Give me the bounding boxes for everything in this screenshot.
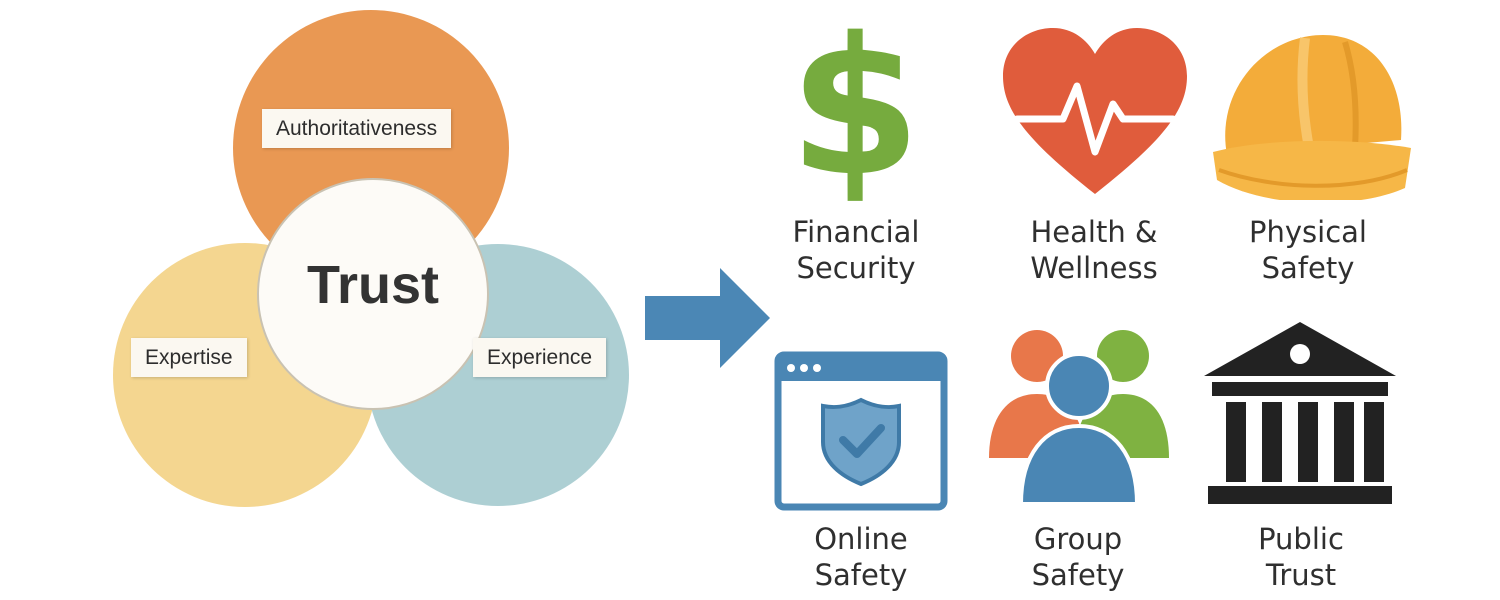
heart-pulse-icon	[1003, 28, 1187, 194]
health-wellness-line1: Health &	[1030, 215, 1158, 249]
financial-security-label: Financial Security	[736, 214, 976, 286]
physical-safety-line1: Physical	[1249, 215, 1367, 249]
health-wellness-label: Health & Wellness	[974, 214, 1214, 286]
online-safety-line2: Safety	[814, 558, 908, 592]
authoritativeness-label: Authoritativeness	[262, 109, 452, 149]
online-safety-label: Online Safety	[741, 521, 981, 593]
public-trust-label: Public Trust	[1181, 521, 1421, 593]
health-wellness-line2: Wellness	[1030, 251, 1158, 285]
group-safety-label: Group Safety	[958, 521, 1198, 593]
public-trust-line2: Trust	[1265, 558, 1337, 592]
public-trust-line1: Public	[1258, 522, 1344, 556]
expertise-label: Expertise	[131, 338, 247, 378]
group-safety-line1: Group	[1033, 522, 1123, 556]
arrow-right-icon	[645, 268, 770, 368]
financial-security-line1: Financial	[792, 215, 920, 249]
dollar-icon: $	[788, 0, 922, 218]
venn-diagram	[113, 10, 629, 507]
trust-circle	[257, 178, 489, 410]
experience-label: Experience	[473, 338, 607, 378]
financial-security-line2: Security	[796, 251, 916, 285]
hard-hat-icon	[1213, 35, 1411, 200]
browser-shield-icon	[774, 351, 948, 511]
physical-safety-label: Physical Safety	[1188, 214, 1428, 286]
group-safety-line2: Safety	[1031, 558, 1125, 592]
trust-label: Trust	[306, 255, 440, 315]
online-safety-line1: Online	[814, 522, 908, 556]
bank-building-icon	[1204, 322, 1396, 504]
physical-safety-line2: Safety	[1261, 251, 1355, 285]
people-group-icon	[989, 330, 1169, 506]
